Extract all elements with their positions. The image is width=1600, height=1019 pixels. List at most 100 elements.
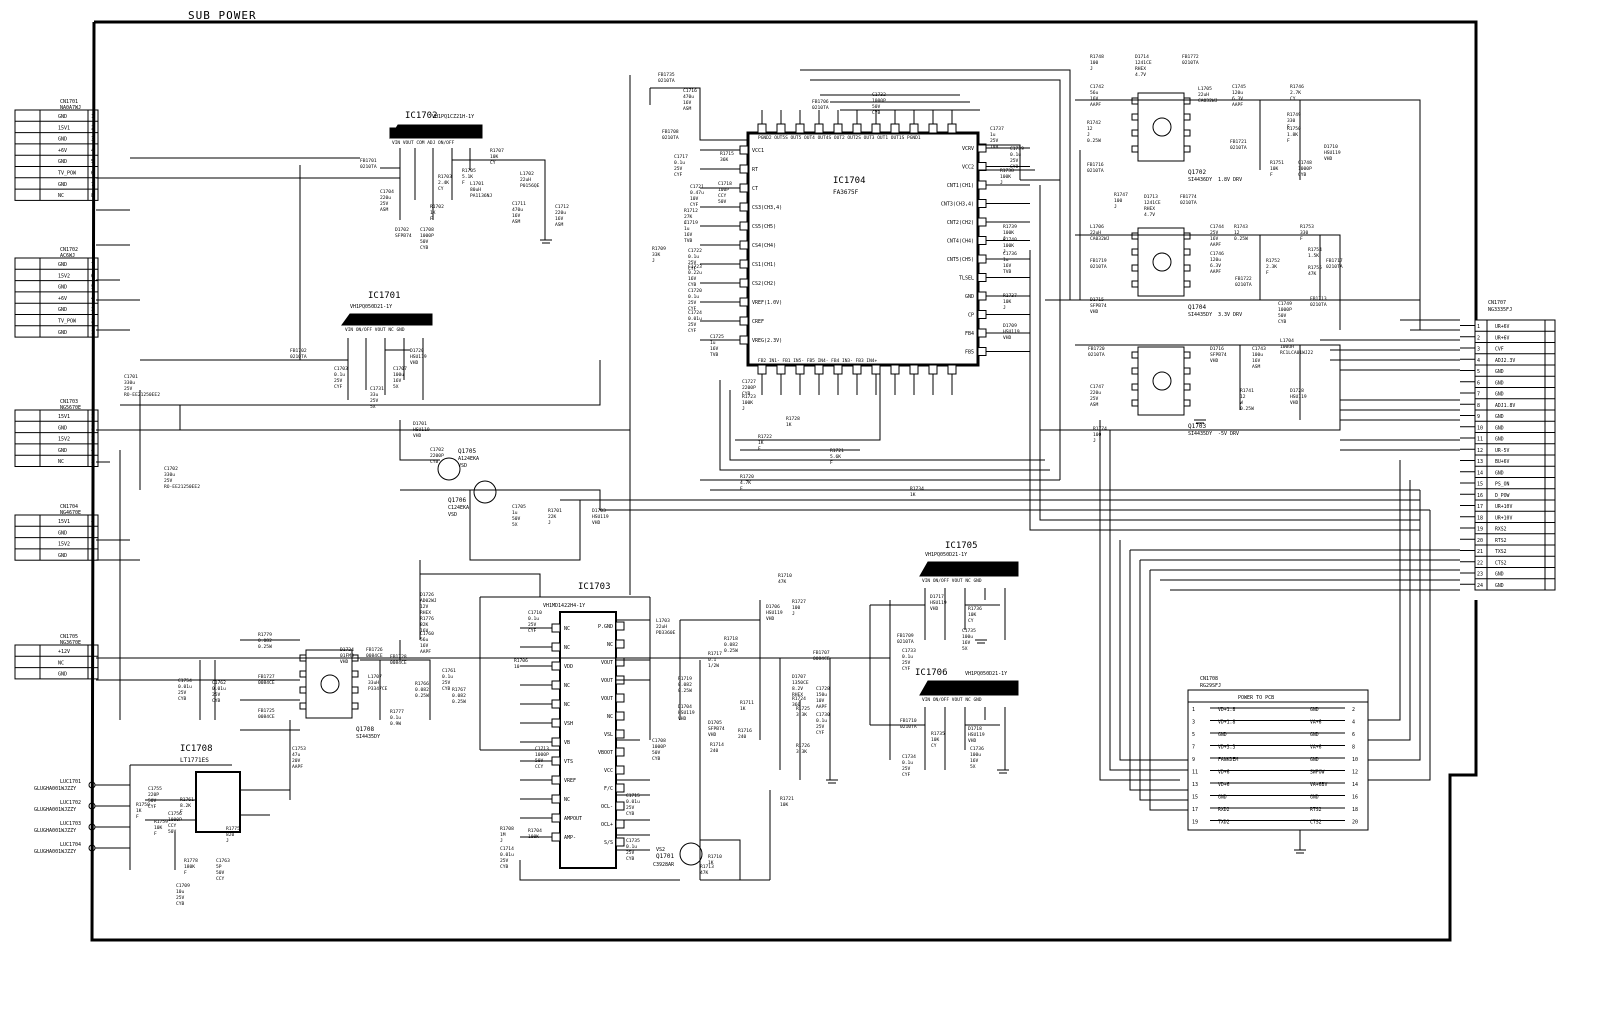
component-label-line: AAPF	[1210, 269, 1221, 275]
connector-pin-number: 7	[91, 262, 94, 268]
component-label-line: R1739	[1003, 224, 1017, 230]
component-label-line: VHD	[1003, 335, 1012, 341]
connector-pin-label: GND	[58, 448, 67, 454]
mosfet-id: Q1703	[1188, 423, 1206, 430]
component-label-line: D1728	[1290, 388, 1304, 394]
component-label-line: 50V	[872, 104, 881, 110]
connector-pin-number: 6	[91, 273, 94, 279]
component-label-line: 1000P	[1298, 166, 1312, 172]
component-label-line: R1738	[1000, 168, 1014, 174]
ic1703-pin-name: VB	[564, 740, 570, 746]
component-label-line: C1734	[902, 754, 916, 760]
cn1707-pin-label: RTS2	[1495, 538, 1507, 544]
component-label-line: R1746	[1290, 84, 1304, 90]
cn1708-label-right: GND	[1310, 757, 1319, 763]
component-label-line: 0.1u	[688, 294, 699, 300]
component-label-line: P0156QE	[520, 183, 540, 189]
connector-pin-label: GND	[58, 307, 67, 313]
component-label-line: VHD	[1324, 156, 1333, 162]
component-label-line: 2.3K	[1266, 264, 1277, 270]
component-label-line: FB1722	[1235, 276, 1252, 282]
ic1704-pin-box	[833, 364, 843, 375]
component-label-line: 220u	[1090, 390, 1101, 396]
mosfet-body	[1137, 92, 1185, 162]
component-label-line: R1722	[758, 434, 772, 440]
component-label-line: 0084CE	[366, 653, 383, 659]
cn1707-pin-label: PS_ON	[1495, 482, 1510, 488]
ic1704-pin-box	[977, 180, 987, 190]
component-label-line: 25V	[688, 322, 697, 328]
component-label-line: C1701	[124, 374, 138, 380]
cn1707-pin-number: 18	[1477, 515, 1483, 521]
component-label-line: R1707	[490, 148, 504, 154]
ic1703-part: VH1MD1422H4-1Y	[543, 603, 585, 609]
component-label-line: 0210TA	[897, 639, 914, 645]
component-label-line: CY	[931, 743, 937, 749]
ic1704-pin-name: CS5(CH5)	[752, 224, 776, 230]
component-label-line: R1743	[1234, 224, 1248, 230]
component-label-line: AAPF	[292, 764, 303, 770]
q1705: Q1705 A124EKA VSD	[437, 448, 479, 481]
component-label-line: C1762	[212, 680, 226, 686]
component-label-line: D1702	[395, 227, 409, 233]
mosfet-pin	[1183, 351, 1191, 359]
component-label-line: 10K	[968, 612, 977, 618]
component-label-line: J	[742, 406, 745, 412]
cn1707-pin-label: D_POW	[1495, 493, 1510, 499]
mosfet-pin	[351, 702, 359, 710]
component-label-line: RHEX	[792, 692, 803, 698]
connector-pin-number: 2	[91, 425, 94, 431]
ic1704-pin-box	[977, 217, 987, 227]
mosfet-pin	[351, 686, 359, 694]
cn1708-pin-right: 6	[1352, 732, 1355, 738]
component-label-line: 25V	[528, 622, 537, 628]
cn1707-pin-number: 20	[1477, 538, 1483, 544]
connector-pin-number: 2	[91, 660, 94, 666]
component-label-line: CCY	[535, 764, 544, 770]
component-label-line: 50V	[216, 870, 225, 876]
component-label-line: C1703	[334, 366, 348, 372]
q1706-id: Q1706	[448, 497, 466, 504]
cn1708-label-left: RXD2	[1218, 807, 1230, 813]
component-label-line: 50V	[512, 516, 521, 522]
connector-pin-label: GND	[58, 262, 67, 268]
component-label-line: 25V	[1010, 158, 1019, 164]
ic1704-pin-name: CNT5(CH5)	[947, 257, 974, 263]
component-label-line: 4.7K	[740, 480, 751, 486]
ic1704-pin-box	[739, 202, 749, 212]
component-label-line: 16V	[1003, 263, 1012, 269]
component-label-line: HSU119	[968, 732, 985, 738]
component-label-line: TVB	[684, 238, 693, 244]
mosfet-part: SI4435DY	[356, 734, 380, 740]
component-label-line: HSU119	[1003, 329, 1020, 335]
component-label-line: 220u	[555, 210, 566, 216]
cn1708-pin-left: 11	[1192, 770, 1198, 776]
component-label-line: 22uH	[1090, 230, 1101, 236]
component-label-line: CCY	[216, 876, 225, 882]
component-label-line: CYF	[816, 730, 825, 736]
component-label-line: FB1735	[658, 72, 675, 78]
component-label-line: D1705	[708, 720, 722, 726]
component-label-line: 240	[738, 734, 747, 740]
component-label-line: C1715	[626, 793, 640, 799]
cn1708-label-left: VD+6	[1218, 782, 1230, 788]
ic1703-pin-box	[615, 765, 625, 775]
component-label-line: 0.01u	[212, 686, 226, 692]
ic1703-pin-box	[551, 775, 561, 785]
